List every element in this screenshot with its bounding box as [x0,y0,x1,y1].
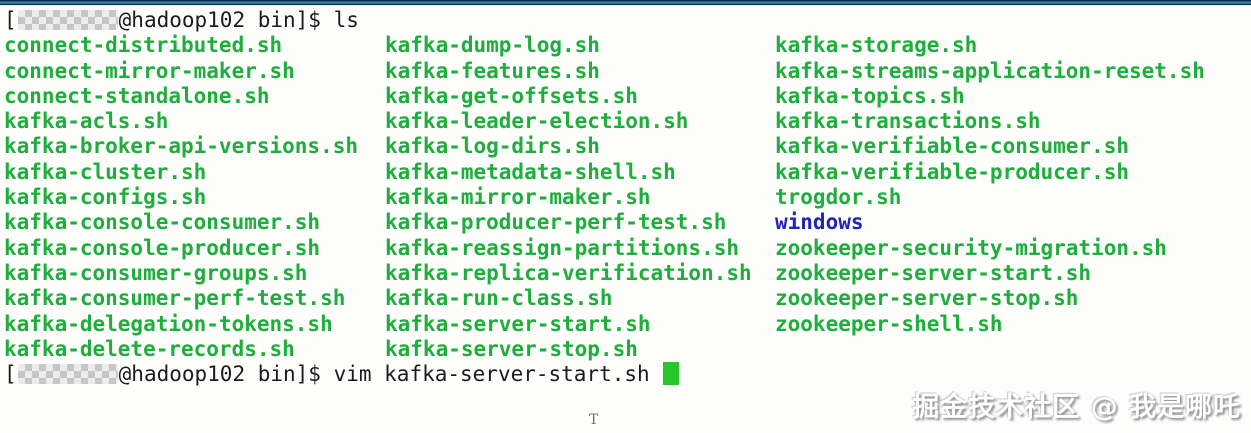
file-item: connect-standalone.sh [4,83,270,108]
file-item: kafka-transactions.sh [775,109,1041,134]
prompt-bracket: [ [4,8,17,32]
window-top-border [0,0,1251,6]
file-item: kafka-metadata-shell.sh [385,159,676,184]
file-item: kafka-consumer-perf-test.sh [4,286,346,311]
file-item: kafka-reassign-partitions.sh [385,235,740,260]
censored-username [17,364,118,385]
file-item: zookeeper-security-migration.sh [775,235,1167,260]
file-item [775,337,1251,362]
terminal-cursor[interactable] [662,362,679,386]
file-item: zookeeper-server-stop.sh [775,286,1079,311]
file-item: kafka-delete-records.sh [4,336,295,361]
file-item: kafka-cluster.sh [4,159,207,184]
file-item: kafka-leader-election.sh [385,109,689,134]
file-item: kafka-server-stop.sh [385,336,638,361]
file-item: zookeeper-server-start.sh [775,260,1092,285]
file-item: kafka-features.sh [385,58,600,83]
file-item: kafka-console-producer.sh [4,235,321,260]
prompt-line-ls: [ @hadoop102 bin]$ ls [4,8,1251,33]
file-item: kafka-configs.sh [4,185,207,210]
file-item: kafka-storage.sh [775,33,978,58]
file-item: kafka-console-consumer.sh [4,210,321,235]
prompt-line-vim: [ @hadoop102 bin]$ vim kafka-server-start… [4,362,1251,387]
ibeam-pointer-icon: T [589,412,599,428]
file-item: kafka-consumer-groups.sh [4,260,308,285]
prompt-host: @hadoop102 bin]$ [118,8,334,32]
file-item: kafka-producer-perf-test.sh [385,210,727,235]
command-vim: vim kafka-server-start.sh [333,362,650,387]
prompt-bracket: [ [4,362,17,387]
file-item: zookeeper-shell.sh [775,311,1003,336]
file-item: kafka-run-class.sh [385,286,613,311]
file-item: connect-distributed.sh [4,33,283,58]
file-item: connect-mirror-maker.sh [4,58,295,83]
file-item: kafka-delegation-tokens.sh [4,311,333,336]
terminal-output[interactable]: [ @hadoop102 bin]$ ls connect-distributed… [0,6,1251,387]
file-item: kafka-topics.sh [775,83,965,108]
file-item: kafka-mirror-maker.sh [385,185,651,210]
file-item: kafka-get-offsets.sh [385,83,638,108]
file-item: kafka-broker-api-versions.sh [4,134,359,159]
file-item: kafka-log-dirs.sh [385,134,600,159]
watermark-text: 掘金技术社区 @ 我是哪吒 [912,392,1241,423]
file-item: trogdor.sh [775,185,902,210]
dir-item-windows: windows [775,210,864,235]
file-item: kafka-streams-application-reset.sh [775,58,1205,83]
file-item: kafka-server-start.sh [385,311,651,336]
prompt-host: @hadoop102 bin]$ [118,362,334,387]
file-item: kafka-replica-verification.sh [385,260,752,285]
file-item: kafka-dump-log.sh [385,33,600,58]
file-item: kafka-verifiable-producer.sh [775,159,1130,184]
censored-username [17,10,118,30]
command-ls: ls [333,8,359,32]
file-item: kafka-acls.sh [4,109,169,134]
file-item: kafka-verifiable-consumer.sh [775,134,1130,159]
